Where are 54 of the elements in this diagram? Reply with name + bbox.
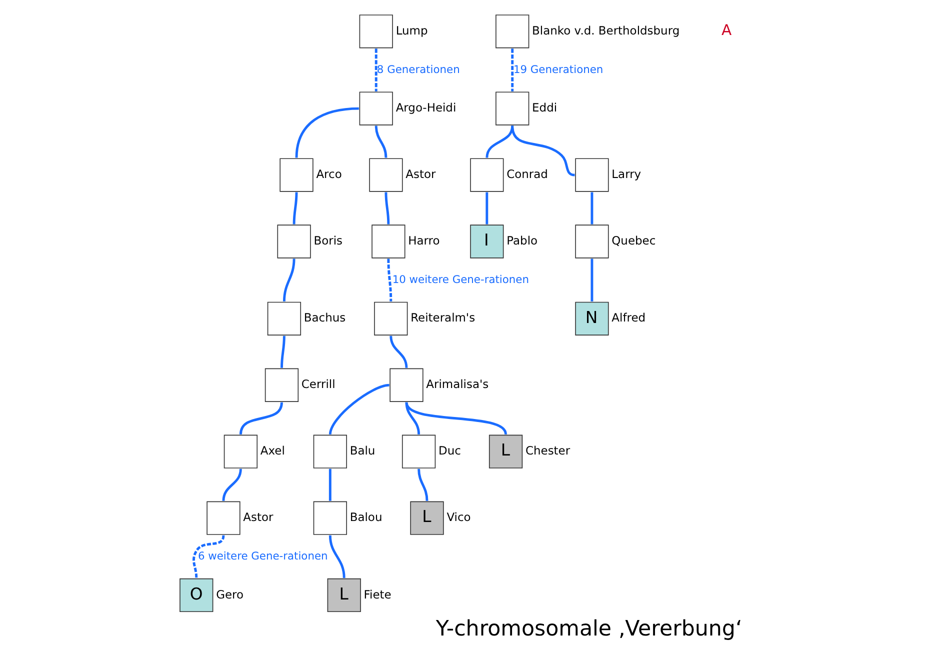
node-label: Quebec bbox=[612, 234, 656, 248]
node-label: Pablo bbox=[506, 234, 538, 248]
connector bbox=[405, 402, 507, 435]
node-label: Balou bbox=[350, 510, 382, 524]
node-label: Blanko v.d. Bertholdsburg bbox=[532, 23, 680, 38]
node-label: Argo-Heidi bbox=[396, 100, 456, 115]
node-label: Conrad bbox=[506, 167, 548, 182]
connector bbox=[374, 126, 388, 158]
node-label: Reiteralm's bbox=[410, 310, 476, 325]
connector bbox=[328, 384, 390, 435]
node-label: Fiete bbox=[364, 587, 392, 602]
node-label: Larry bbox=[612, 167, 642, 182]
node-label: Astor bbox=[406, 167, 436, 182]
connector bbox=[486, 126, 514, 158]
connector bbox=[590, 192, 594, 224]
label: A bbox=[722, 22, 732, 40]
edge-label: 8 Generationen bbox=[376, 62, 460, 76]
connector bbox=[222, 468, 242, 501]
edge-label: 10 weitere Gene-rationen bbox=[392, 272, 529, 286]
node-label: Harro bbox=[408, 234, 440, 248]
connector bbox=[328, 468, 332, 501]
node-label: Cerrill bbox=[301, 377, 336, 392]
edge-label: 19 Generationen bbox=[513, 62, 604, 76]
node-label: Bachus bbox=[304, 310, 346, 325]
node-label: Axel bbox=[260, 444, 285, 458]
connector bbox=[511, 126, 575, 176]
node-label: Chester bbox=[525, 444, 570, 458]
node-label: Duc bbox=[438, 444, 461, 458]
node-label: Lump bbox=[396, 23, 428, 38]
edge-label: 6 weitere Gene-rationen bbox=[198, 549, 328, 562]
connector bbox=[384, 192, 390, 224]
connector bbox=[328, 535, 346, 578]
node-label: Arco bbox=[316, 167, 342, 182]
node-label: Balu bbox=[350, 444, 376, 458]
connector bbox=[282, 258, 296, 302]
connector bbox=[486, 192, 488, 224]
connector bbox=[590, 258, 594, 302]
node-label: Eddi bbox=[532, 100, 558, 115]
node-label: Astor bbox=[243, 510, 274, 524]
node-label: Boris bbox=[314, 234, 343, 248]
node-label: Arimalisa's bbox=[426, 377, 489, 392]
connector bbox=[292, 192, 298, 224]
connector bbox=[387, 258, 392, 302]
connector bbox=[418, 468, 428, 501]
connector bbox=[405, 402, 420, 434]
connector bbox=[295, 107, 359, 158]
connector bbox=[374, 48, 378, 92]
connector bbox=[390, 336, 408, 368]
node-label: Alfred bbox=[612, 310, 646, 325]
connector bbox=[511, 48, 514, 92]
node-label: Gero bbox=[216, 587, 244, 602]
node-label: Vico bbox=[446, 510, 471, 524]
connector bbox=[280, 336, 286, 368]
caption: Y-chromosomale ‚Vererbung‘ bbox=[436, 616, 742, 642]
